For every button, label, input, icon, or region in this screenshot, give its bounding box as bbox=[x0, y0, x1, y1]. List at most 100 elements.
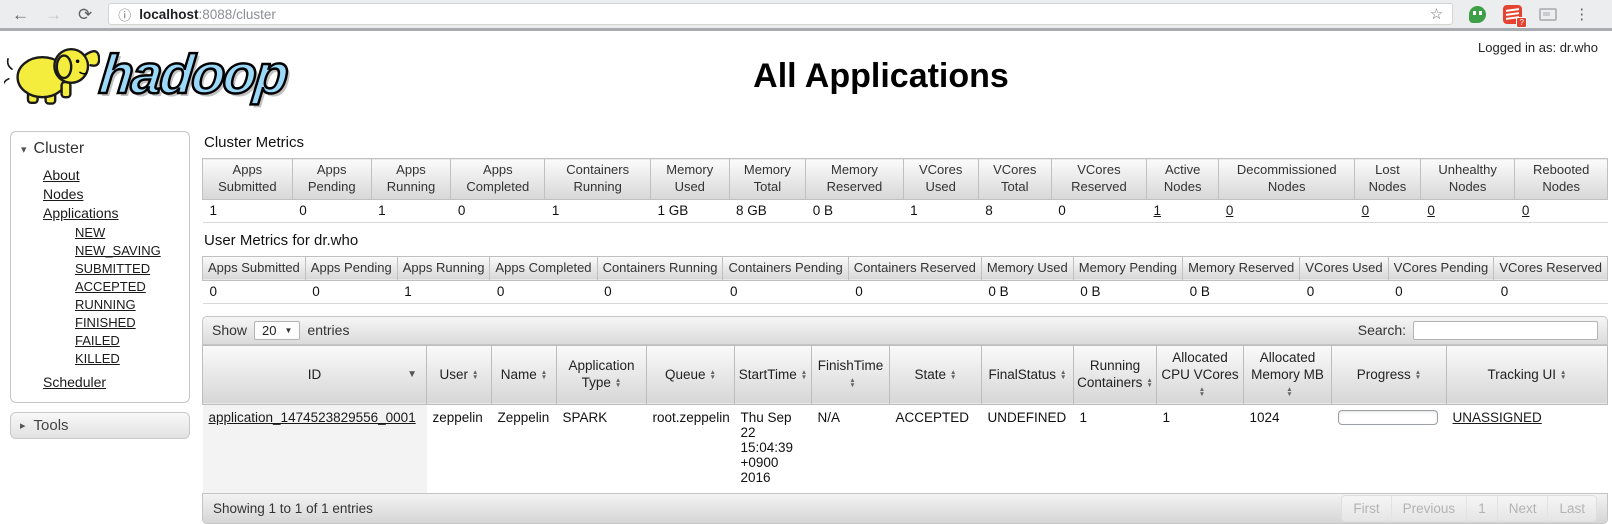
pagination-previous[interactable]: Previous bbox=[1392, 495, 1468, 521]
user-metrics-title: User Metrics for dr.who bbox=[204, 231, 359, 249]
sidebar-item-nodes[interactable]: Nodes bbox=[43, 186, 84, 202]
sort-icon: ▲▼ bbox=[800, 368, 808, 381]
sidebar-cluster-header[interactable]: ▾ Cluster bbox=[21, 140, 85, 157]
chevron-down-icon: ▾ bbox=[21, 143, 27, 156]
sort-icon: ▲▼ bbox=[472, 368, 479, 381]
progress-bar bbox=[1337, 410, 1438, 426]
cell-running-containers: 1 bbox=[1073, 404, 1157, 493]
sorted-caret-icon: ▼ bbox=[407, 368, 417, 380]
cell-allocated-cpu-vcores: 1 bbox=[1156, 404, 1244, 493]
cell-starttime: Thu Sep 22 15:04:39 +0900 2016 bbox=[734, 404, 812, 493]
pagination-page-1[interactable]: 1 bbox=[1467, 495, 1498, 521]
page-title: All Applications bbox=[753, 57, 1009, 95]
sort-icon: ▲▼ bbox=[1060, 368, 1067, 381]
cell-finishtime: N/A bbox=[811, 404, 890, 493]
sidebar-item-about[interactable]: About bbox=[43, 167, 80, 183]
bookmark-star-icon[interactable]: ☆ bbox=[1429, 6, 1444, 23]
application-row: application_1474523829556_0001 zeppelin … bbox=[202, 404, 1608, 493]
cell-tracking-ui: UNASSIGNED bbox=[1446, 404, 1608, 493]
sort-icon: ▲▼ bbox=[950, 368, 957, 381]
forward-icon[interactable]: → bbox=[45, 4, 62, 24]
cell-finalstatus: UNDEFINED bbox=[981, 404, 1074, 493]
search-input[interactable] bbox=[1413, 320, 1598, 340]
cell-application-type: SPARK bbox=[556, 404, 647, 493]
col-id[interactable]: ID ▼ bbox=[202, 344, 427, 406]
browser-toolbar: ← → ⟳ ⓘ localhost:8088/cluster ☆ ? ⋮ bbox=[0, 0, 1612, 31]
lost-nodes-link[interactable]: 0 bbox=[1361, 202, 1370, 218]
cell-progress bbox=[1331, 404, 1447, 493]
col-allocated-cpu-vcores[interactable]: Allocated CPU VCores▲▼ bbox=[1156, 344, 1244, 406]
sidebar-tools-header[interactable]: ▸ Tools bbox=[10, 412, 190, 439]
url-text: localhost:8088/cluster bbox=[139, 6, 276, 22]
col-running-containers[interactable]: Running Containers▲▼ bbox=[1073, 344, 1157, 406]
hadoop-elephant-icon bbox=[4, 48, 100, 105]
show-label: Show bbox=[212, 322, 248, 339]
col-finishtime[interactable]: FinishTime▲▼ bbox=[811, 344, 890, 406]
back-icon[interactable]: ← bbox=[12, 4, 29, 24]
cluster-metrics-title: Cluster Metrics bbox=[204, 134, 305, 151]
entries-label: entries bbox=[307, 322, 350, 339]
table-footer: Showing 1 to 1 of 1 entries First Previo… bbox=[202, 492, 1608, 524]
site-info-icon[interactable]: ⓘ bbox=[118, 7, 132, 23]
address-bar[interactable]: ⓘ localhost:8088/cluster ☆ bbox=[108, 3, 1454, 25]
application-id-link[interactable]: application_1474523829556_0001 bbox=[208, 410, 416, 426]
unhealthy-nodes-link[interactable]: 0 bbox=[1427, 202, 1435, 218]
chevron-right-icon: ▸ bbox=[20, 420, 26, 432]
col-queue[interactable]: Queue▲▼ bbox=[646, 344, 735, 406]
active-nodes-link[interactable]: 1 bbox=[1153, 202, 1162, 218]
col-tracking-ui[interactable]: Tracking UI▲▼ bbox=[1446, 344, 1608, 406]
applications-table: ID ▼ User▲▼ Name▲▼ Application Type▲▼ Qu… bbox=[202, 344, 1608, 493]
cluster-metrics-table: Apps Submitted Apps Pending Apps Running… bbox=[202, 158, 1608, 223]
col-state[interactable]: State▲▼ bbox=[889, 344, 982, 406]
sort-icon: ▲▼ bbox=[540, 368, 548, 381]
col-application-type[interactable]: Application Type▲▼ bbox=[556, 344, 647, 406]
col-allocated-memory-mb[interactable]: Allocated Memory MB▲▼ bbox=[1243, 344, 1332, 406]
pagination-first[interactable]: First bbox=[1342, 495, 1392, 521]
main-content: Cluster Metrics Apps Submitted Apps Pend… bbox=[202, 125, 1608, 524]
sidebar-item-new[interactable]: NEW bbox=[75, 225, 106, 240]
cell-id: application_1474523829556_0001 bbox=[202, 404, 427, 493]
extension-badge: ? bbox=[1516, 16, 1528, 28]
sidebar-item-submitted[interactable]: SUBMITTED bbox=[75, 261, 151, 276]
cell-name: Zeppelin bbox=[491, 404, 557, 493]
col-starttime[interactable]: StartTime▲▼ bbox=[734, 344, 812, 406]
search-label: Search: bbox=[1357, 322, 1406, 339]
rebooted-nodes-link[interactable]: 0 bbox=[1521, 202, 1530, 218]
sort-icon: ▲▼ bbox=[1286, 385, 1293, 398]
sidebar-item-new-saving[interactable]: NEW_SAVING bbox=[75, 243, 161, 258]
todoist-extension-icon[interactable]: ? bbox=[1503, 4, 1528, 28]
user-metrics-table: Apps Submitted Apps Pending Apps Running… bbox=[202, 255, 1608, 304]
sidebar-item-scheduler[interactable]: Scheduler bbox=[43, 374, 107, 390]
sidebar-item-applications[interactable]: Applications bbox=[43, 205, 119, 221]
cell-allocated-memory-mb: 1024 bbox=[1243, 404, 1332, 493]
sort-icon: ▲▼ bbox=[1146, 377, 1153, 390]
cell-state: ACCEPTED bbox=[889, 404, 982, 493]
sidebar-item-failed[interactable]: FAILED bbox=[75, 333, 120, 348]
col-progress[interactable]: Progress▲▼ bbox=[1331, 344, 1447, 406]
gray-extension-icon[interactable] bbox=[1539, 7, 1558, 21]
sidebar-item-finished[interactable]: FINISHED bbox=[75, 315, 136, 330]
pagination-next[interactable]: Next bbox=[1498, 495, 1549, 521]
pagination-last[interactable]: Last bbox=[1559, 500, 1585, 516]
sidebar-item-running[interactable]: RUNNING bbox=[75, 297, 136, 312]
decommissioned-nodes-link[interactable]: 0 bbox=[1225, 202, 1234, 218]
page-size-select[interactable]: 20 ▼ bbox=[254, 320, 301, 340]
hadoop-logo: hadoop bbox=[4, 37, 297, 111]
browser-menu-icon[interactable]: ⋮ bbox=[1574, 6, 1590, 23]
user-metrics-row: 0 0 1 0 0 0 0 0 B 0 B 0 B 0 0 0 bbox=[202, 280, 1608, 304]
green-extension-icon[interactable] bbox=[1469, 5, 1487, 23]
sort-icon: ▲▼ bbox=[1414, 368, 1422, 381]
sort-icon: ▲▼ bbox=[614, 377, 622, 390]
entries-info: Showing 1 to 1 of 1 entries bbox=[213, 500, 373, 516]
sort-icon: ▲▼ bbox=[1198, 385, 1206, 398]
hadoop-logo-text: hadoop bbox=[96, 41, 292, 106]
tracking-ui-link[interactable]: UNASSIGNED bbox=[1452, 410, 1542, 426]
col-finalstatus[interactable]: FinalStatus▲▼ bbox=[981, 344, 1074, 406]
col-user[interactable]: User▲▼ bbox=[426, 344, 492, 406]
sidebar-item-killed[interactable]: KILLED bbox=[75, 351, 120, 366]
page-header: hadoop All Applications Logged in as: dr… bbox=[0, 31, 1612, 125]
col-name[interactable]: Name▲▼ bbox=[491, 344, 557, 406]
refresh-icon[interactable]: ⟳ bbox=[78, 4, 93, 24]
sidebar-item-accepted[interactable]: ACCEPTED bbox=[75, 279, 146, 294]
table-toolbar: Show 20 ▼ entries Search: bbox=[202, 315, 1608, 345]
